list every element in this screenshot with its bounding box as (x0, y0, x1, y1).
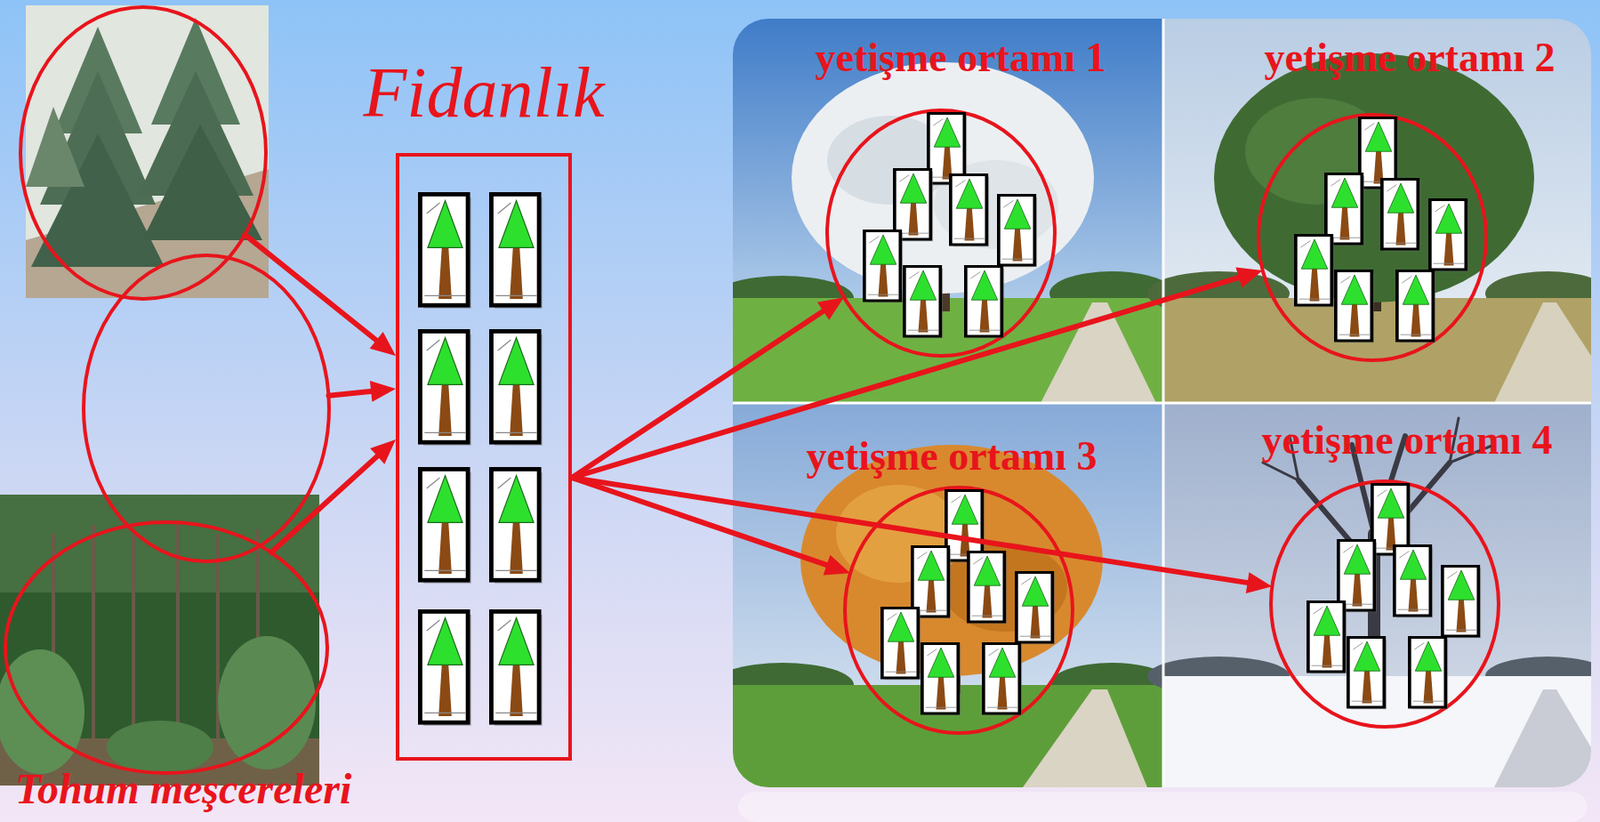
nursery-box-outline (395, 152, 572, 761)
seedling-group (1256, 112, 1488, 362)
arrow-line (571, 309, 827, 478)
environment-photos (732, 18, 1592, 788)
seed-stand-circle-outline (18, 5, 268, 301)
flow-arrow (244, 234, 396, 356)
tree-icon (1409, 637, 1448, 710)
tree-icon (490, 330, 542, 445)
tree-icon (1348, 637, 1387, 710)
tree-icon (904, 266, 943, 339)
seed-stand-circle (18, 5, 268, 301)
arrow-head (369, 380, 396, 403)
tree-icon (882, 608, 921, 681)
site-panel: yetişme ortamı 3 (732, 402, 1164, 788)
arrow-head (369, 331, 396, 356)
tree-icon (1382, 179, 1421, 252)
seedling-group-outline (1269, 479, 1501, 729)
nursery-heading: Fidanlık (362, 53, 604, 132)
site-panel: yetişme ortamı 4 (1163, 402, 1592, 788)
arrow-line (571, 477, 830, 566)
tree-icon (419, 193, 471, 308)
seedling-group (1269, 479, 1501, 729)
flow-arrow (329, 380, 396, 403)
seedling-group (843, 485, 1075, 735)
tree-icon (998, 195, 1038, 268)
tree-icon (1442, 566, 1481, 639)
tree-icon (1335, 271, 1375, 344)
seedling-group-outline (843, 485, 1075, 735)
nursery-box: Fidanlık (395, 152, 572, 761)
site-heading: yetişme ortamı 4 (1262, 418, 1553, 464)
arrow-head (1246, 571, 1273, 594)
arrow-head (369, 439, 396, 465)
tree-icon (950, 175, 989, 248)
seed-stand-circle (81, 253, 331, 563)
arrow-head (817, 297, 845, 320)
tree-icon (1394, 546, 1433, 619)
arrow-head (1235, 267, 1263, 289)
site-heading: yetişme ortamı 2 (1264, 35, 1556, 81)
seedling-group-outline (825, 108, 1057, 358)
group-label: Tohum meşcereleri (15, 766, 352, 812)
flow-arrow (571, 477, 851, 575)
panel-reflection (738, 791, 1588, 822)
seedling-group (825, 108, 1057, 358)
arrow-line (329, 390, 376, 395)
tree-icon (1308, 602, 1347, 675)
tree-icon (490, 193, 542, 308)
tree-icon (983, 643, 1022, 716)
seed-stand-circle (3, 520, 330, 775)
tree-icon (419, 611, 471, 725)
tree-icon (1397, 271, 1436, 344)
site-heading: yetişme ortamı 1 (815, 35, 1107, 81)
tree-icon (419, 468, 471, 583)
tree-icon (965, 266, 1005, 339)
arrow-line (244, 234, 379, 343)
seed-stand-circle-outline (81, 253, 331, 563)
tree-icon (968, 552, 1007, 625)
tree-icon (1016, 572, 1055, 645)
arrow-line (271, 453, 380, 553)
tree-icon (490, 468, 542, 583)
tree-icon (1295, 235, 1335, 308)
tree-icon (490, 611, 542, 725)
seed-stand-circle-outline (3, 520, 330, 775)
site-panel: yetişme ortamı 2 (1163, 18, 1592, 403)
tree-icon (1430, 200, 1469, 273)
tree-icon (419, 330, 471, 445)
flow-arrow (571, 297, 845, 478)
site-heading: yetişme ortamı 3 (806, 434, 1098, 480)
arrow-head (823, 554, 851, 576)
flow-arrow (271, 439, 396, 553)
site-panel: yetişme ortamı 1 (732, 18, 1164, 403)
tree-icon (922, 643, 961, 716)
seedling-group-outline (1256, 112, 1488, 362)
tree-icon (864, 231, 903, 304)
